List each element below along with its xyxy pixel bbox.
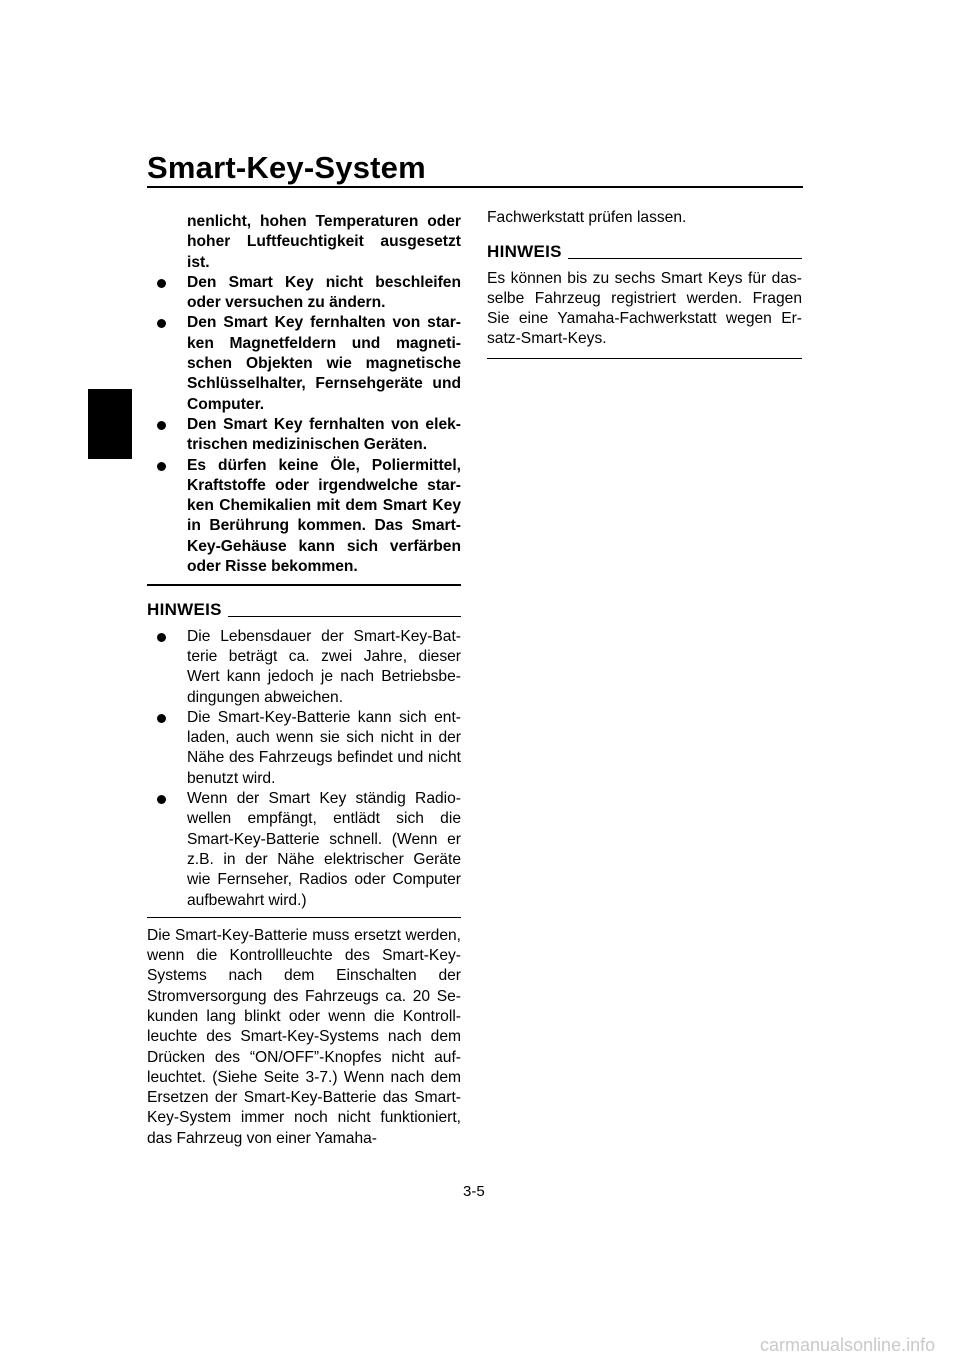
chapter-number: 3 bbox=[106, 412, 116, 431]
title-rule bbox=[147, 186, 803, 188]
note-item: Wenn der Smart Key ständig Radio­wellen … bbox=[147, 789, 461, 911]
caution-item: Den Smart Key fernhalten von star­ken Ma… bbox=[147, 313, 461, 414]
note-item: Die Lebensdauer der Smart-Key-Bat­terie … bbox=[147, 627, 461, 708]
right-column: Fachwerkstatt prüfen lassen. HINWEIS Es … bbox=[487, 208, 802, 359]
bullet-icon bbox=[157, 713, 166, 723]
bullet-icon bbox=[157, 461, 166, 471]
page-title: Smart-Key-System bbox=[147, 150, 426, 185]
watermark: carmanualsonline.info bbox=[760, 1335, 936, 1355]
caution-continuation: nenlicht, hohen Temperaturen oder hoher … bbox=[187, 213, 461, 271]
page-number: 3-5 bbox=[463, 1183, 485, 1200]
caution-item: Den Smart Key nicht beschleifen oder ver… bbox=[147, 273, 461, 314]
caution-list: Den Smart Key nicht beschleifen oder ver… bbox=[147, 273, 461, 577]
body-paragraph: Die Smart-Key-Batterie muss ersetzt wer­… bbox=[147, 926, 461, 1147]
bullet-icon bbox=[157, 319, 166, 329]
note-heading-line bbox=[567, 257, 802, 259]
body-continuation: Fachwerkstatt prüfen lassen. bbox=[487, 209, 687, 226]
bullet-icon bbox=[157, 420, 166, 430]
note-end-rule bbox=[487, 357, 802, 359]
note-heading-line bbox=[227, 615, 461, 617]
left-column: nenlicht, hohen Temperaturen oder hoher … bbox=[147, 212, 461, 1149]
caution-end-rule bbox=[147, 584, 461, 587]
bullet-icon bbox=[157, 278, 166, 288]
note-heading: HINWEIS bbox=[487, 242, 802, 262]
note-item: Die Smart-Key-Batterie kann sich ent­lad… bbox=[147, 708, 461, 789]
note-end-rule bbox=[147, 916, 461, 918]
note-text: Es können bis zu sechs Smart Keys für da… bbox=[487, 269, 802, 348]
chapter-tab bbox=[88, 389, 132, 459]
bullet-icon bbox=[157, 632, 166, 642]
note-list: Die Lebensdauer der Smart-Key-Bat­terie … bbox=[147, 627, 461, 911]
caution-item: Den Smart Key fernhalten von elek­trisch… bbox=[147, 415, 461, 456]
caution-item: Es dürfen keine Öle, Poliermittel, Kraft… bbox=[147, 456, 461, 578]
bullet-icon bbox=[157, 795, 166, 805]
note-heading: HINWEIS bbox=[147, 600, 461, 620]
